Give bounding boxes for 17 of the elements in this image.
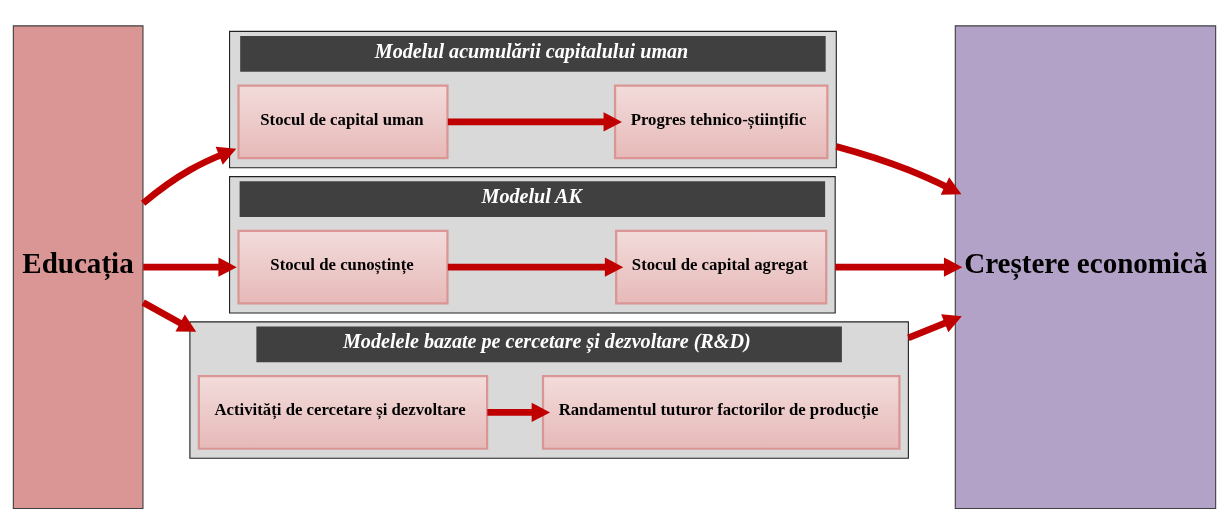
node-box: Activități de cercetare și dezvoltare <box>197 374 489 450</box>
arrow <box>447 111 622 132</box>
node-box: Stocul de cunoștințe <box>237 229 449 305</box>
arrow <box>141 299 197 332</box>
node-box: Creștere economică <box>954 24 1217 509</box>
arrow <box>835 257 963 277</box>
arrow <box>140 146 237 206</box>
node-box: Stocul de capital uman <box>237 84 449 159</box>
arrow <box>447 257 624 277</box>
node-box: Progres tehnico-științific <box>613 84 829 159</box>
node-box: Educația <box>12 24 144 509</box>
arrow <box>835 142 962 195</box>
node-box: Randamentul tuturor factorilor de producție <box>541 374 901 450</box>
node-box: Stocul de capital agregat <box>615 229 828 305</box>
arrow <box>487 402 551 422</box>
arrow <box>907 313 962 341</box>
arrow <box>143 257 237 277</box>
